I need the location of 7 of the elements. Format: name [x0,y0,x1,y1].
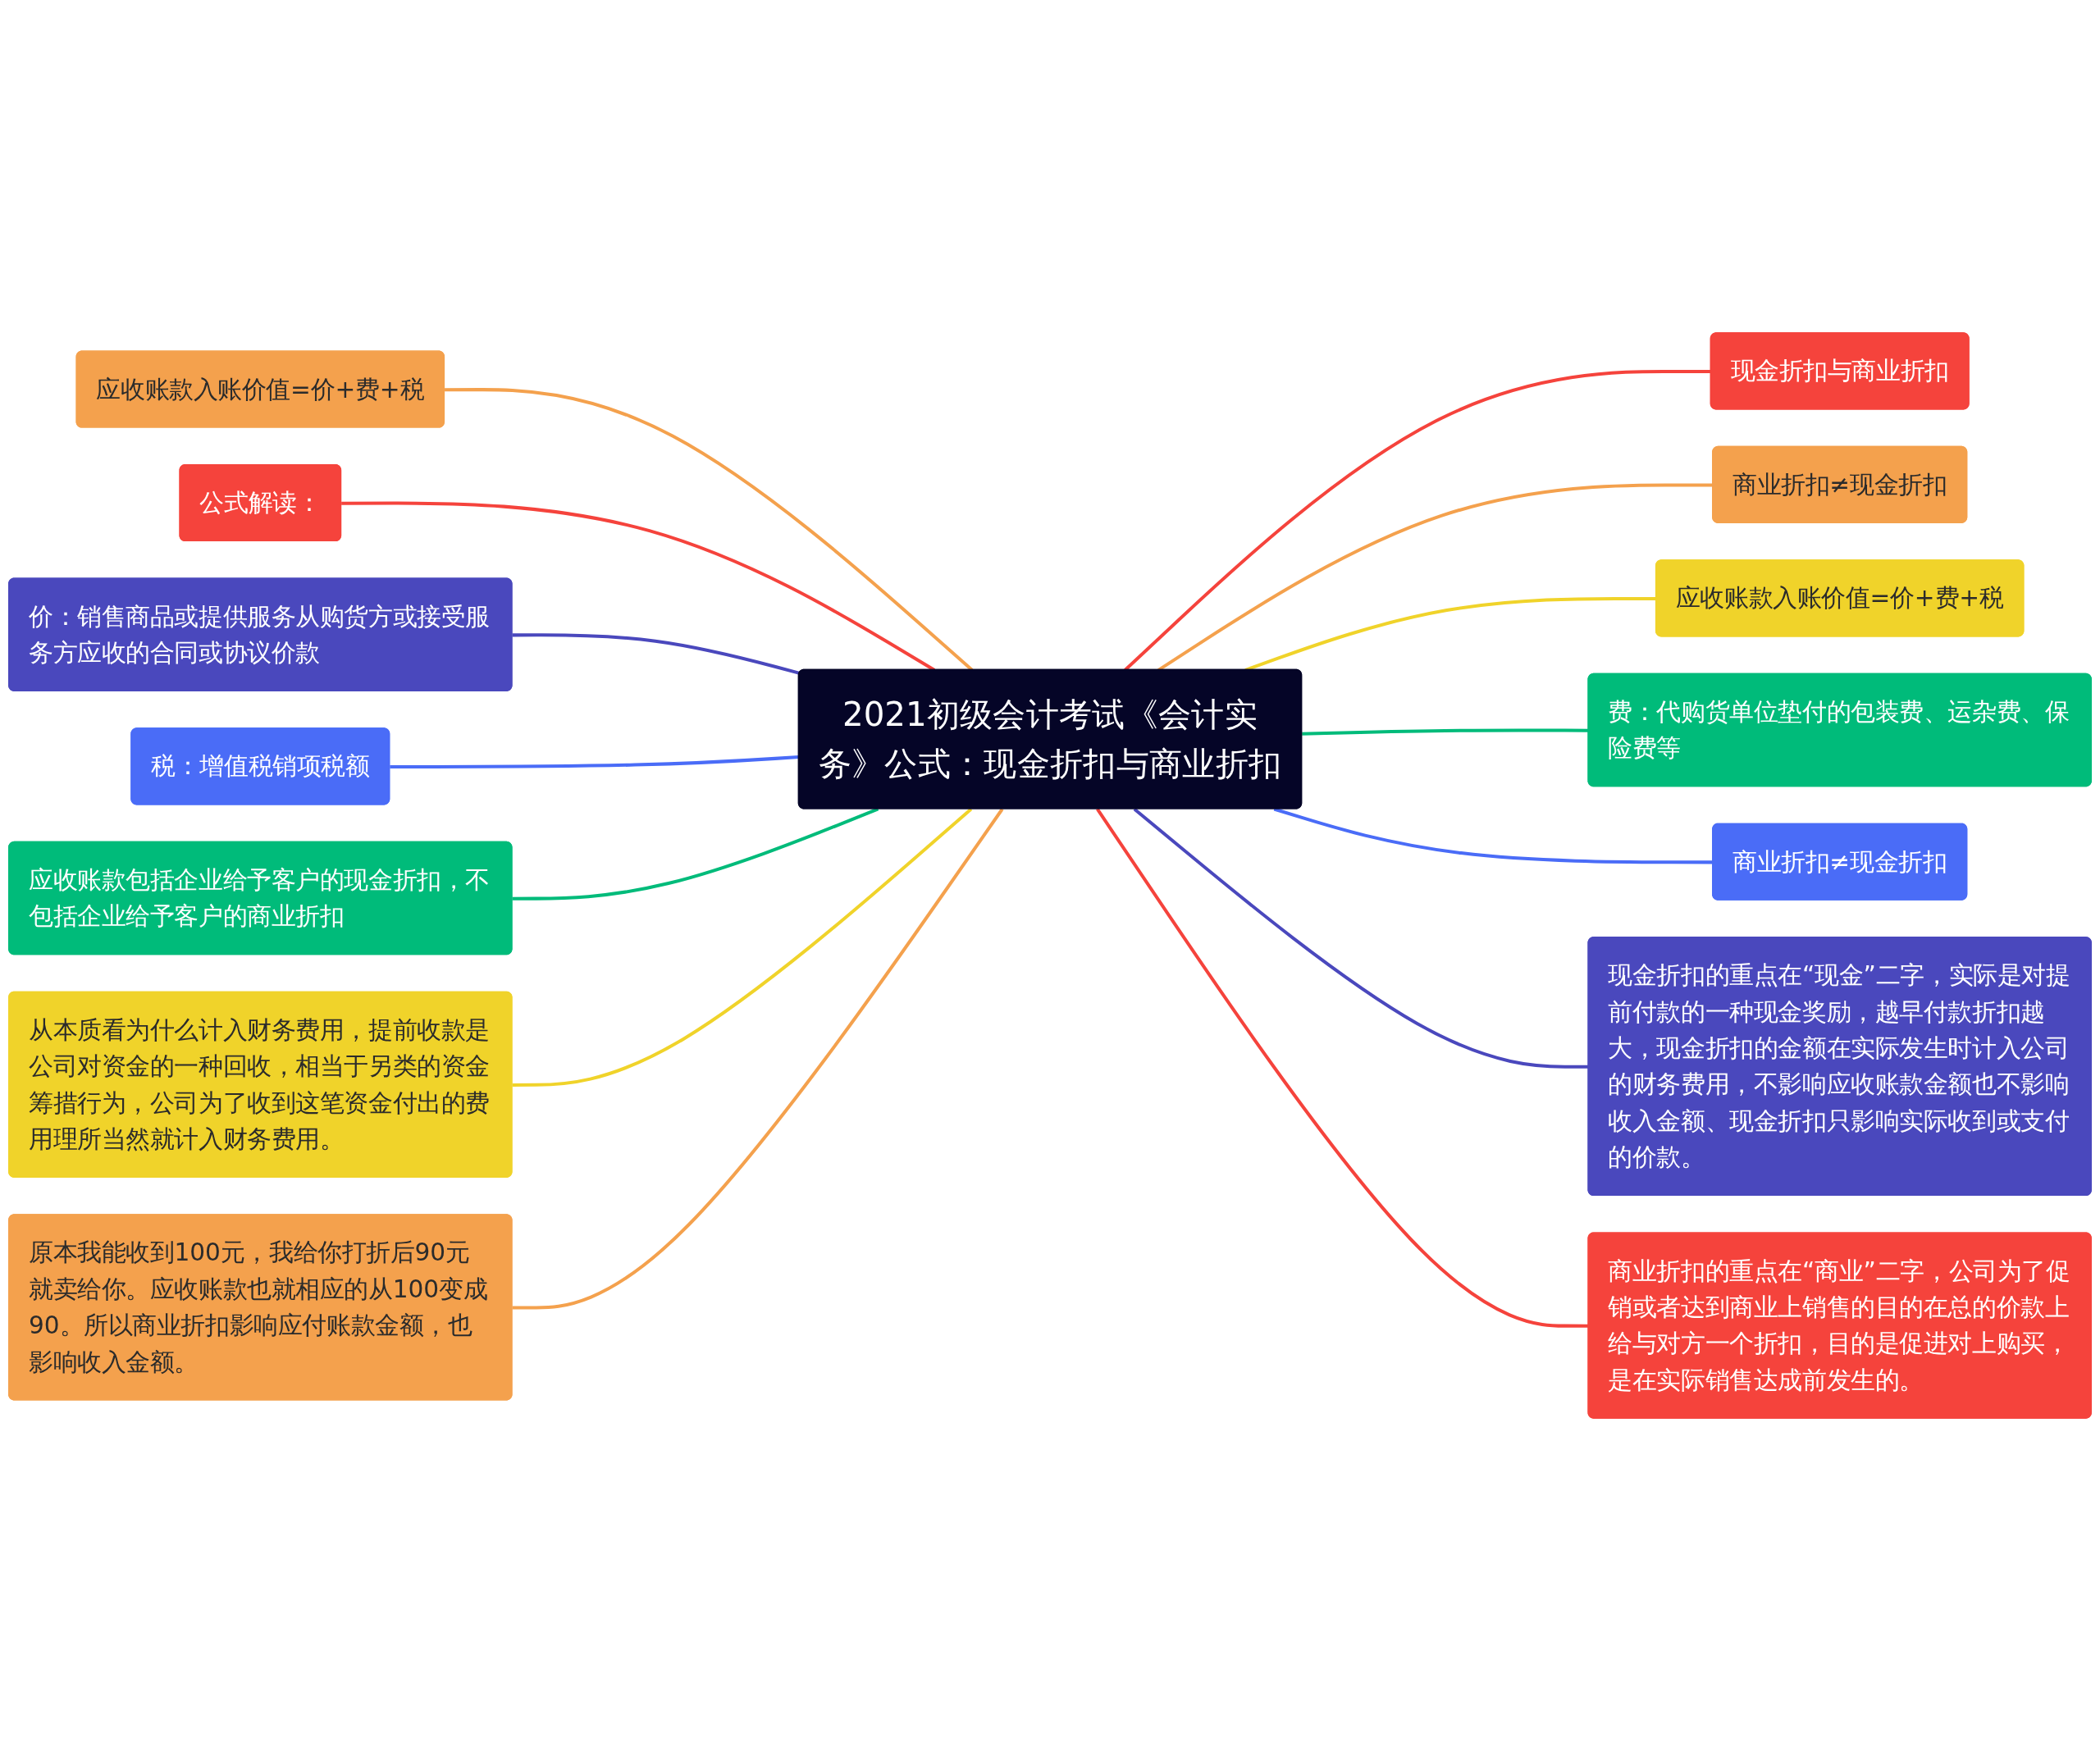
connector [512,807,879,901]
connector [512,808,1004,1310]
connector [1133,807,1589,1069]
connector [1096,808,1589,1328]
connector [1302,728,1589,736]
connector [512,633,801,675]
connector [512,807,973,1087]
